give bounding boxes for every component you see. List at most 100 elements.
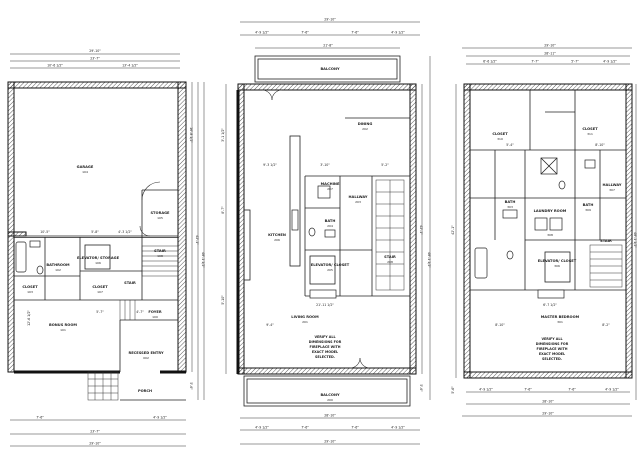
room-elevator-closet: ELEVATOR/ CLOSET	[538, 259, 577, 263]
dim-mid-a: 8'-10"	[495, 323, 505, 327]
room-master-bedroom: MASTER BEDROOM	[541, 315, 580, 319]
dim-left-a: 12'-6 1/2"	[27, 310, 31, 326]
room-storage: STORAGE	[150, 211, 170, 215]
room-closet-103: CLOSET	[22, 285, 38, 289]
svg-text:EXACT MODEL: EXACT MODEL	[312, 350, 339, 354]
room-living-room-number: 201	[302, 320, 308, 324]
room-foyer: FOYER	[148, 310, 161, 314]
dryer-icon	[549, 217, 563, 231]
toilet-icon	[506, 250, 514, 260]
room-machine: MACHINE	[321, 182, 340, 186]
dim-bottom-b: 7'-6"	[301, 426, 309, 430]
fireplace-icon	[309, 289, 337, 299]
dim-right-b: 5'-6"	[419, 384, 423, 392]
dim-mid-c: 4'-3 1/2"	[118, 230, 132, 234]
room-bath-309-number: 309	[585, 208, 591, 212]
room-dining-number: 202	[362, 127, 368, 131]
dim-top-d: 4'-9 1/2"	[391, 31, 405, 35]
washer-icon	[534, 217, 548, 231]
dim-bottom-inner: 28'-10"	[324, 414, 336, 418]
dim-bottom-a: 4'-9 1/2"	[255, 426, 269, 430]
room-hallway-number: 307	[609, 188, 615, 192]
dim-mid-c: 8'-2"	[602, 323, 610, 327]
dim-bottom-a: 4'-9 1/2"	[479, 388, 493, 392]
room-closet-107: CLOSET	[92, 285, 108, 289]
svg-text:EXACT MODEL: EXACT MODEL	[539, 352, 566, 356]
room-recessed-entry-number: 002	[143, 356, 149, 360]
dim-top-d: 4'-9 1/2"	[603, 60, 617, 64]
dim-left-c: 5'-10"	[221, 295, 225, 305]
svg-text:SELECTED.: SELECTED.	[542, 357, 562, 361]
dim-mid-c: 5'-2"	[381, 163, 389, 167]
dim-right-a: 42'-1"	[451, 225, 455, 235]
dim-right-overall: 48'-1 1/2"	[427, 252, 431, 268]
dim-bottom-c: 7'-6"	[351, 426, 359, 430]
dim-right-a: 16'-8 1/2"	[189, 127, 193, 143]
room-porch: PORCH	[138, 389, 152, 393]
toilet-icon	[558, 180, 566, 190]
dim-right-overall: 48'-1 1/2"	[201, 252, 205, 268]
room-living-room: LIVING ROOM	[291, 315, 319, 319]
svg-text:DIMENSIONS FOR: DIMENSIONS FOR	[536, 342, 569, 346]
fireplace-note: VERIFY ALL DIMENSIONS FOR FIREPLACE WITH…	[536, 337, 569, 361]
room-closet-311-number: 311	[587, 132, 593, 136]
svg-text:FIREPLACE WITH: FIREPLACE WITH	[309, 345, 340, 349]
first-floor-plan: 29'-10" 23'-7" 10'-6 1/2" 13'-4 1/2"	[7, 49, 205, 447]
room-closet-310-number: 310	[497, 137, 503, 141]
dim-bottom-d: 4'-9 1/2"	[605, 388, 619, 392]
dim-top-overall: 29'-10"	[324, 18, 336, 22]
room-machine-number: 207	[327, 187, 333, 191]
elevator-shaft	[309, 255, 336, 285]
dim-mid-a: 10'-5"	[40, 230, 50, 234]
dim-bottom-overall: 29'-10"	[542, 412, 554, 416]
room-garage-number: 104	[82, 170, 88, 174]
dim-mid-d: 5'-7"	[96, 310, 104, 314]
room-garage: GARAGE	[77, 165, 94, 169]
dim-top-b: 7'-6"	[301, 31, 309, 35]
room-balcony-bottom-number: 200	[327, 398, 333, 402]
room-stair-108-number: 108	[157, 254, 163, 258]
dim-top-a: 10'-6 1/2"	[47, 64, 63, 68]
dim-mid-d: 9'-4"	[266, 323, 274, 327]
room-bath-309: BATH	[583, 203, 594, 207]
bath-sink-icon	[324, 229, 336, 238]
room-dining: DINING	[358, 122, 373, 126]
dim-right-overall: 48'-1 1/2"	[633, 232, 637, 248]
room-elevator-storage-number: 106	[95, 261, 101, 265]
toilet-icon	[308, 227, 316, 237]
room-closet-107-number: 107	[97, 290, 103, 294]
dim-mid-b: 5'-8"	[91, 230, 99, 234]
dim-top-overall: 29'-10"	[89, 49, 101, 53]
svg-text:VERIFY ALL: VERIFY ALL	[541, 337, 563, 341]
room-stair: STAIR	[124, 281, 136, 285]
fireplace-note: VERIFY ALL DIMENSIONS FOR FIREPLACE WITH…	[309, 335, 342, 359]
dim-bottom-overall: 29'-10"	[89, 442, 101, 446]
dim-left-b: 8'-7"	[221, 206, 225, 214]
room-bathroom: BATHROOM	[46, 263, 70, 267]
dim-top-inner: 23'-7"	[90, 57, 100, 61]
dim-bottom-inner: 28'-10"	[542, 400, 554, 404]
room-elevator-storage: ELEVATOR/ STORAGE	[77, 256, 120, 260]
dim-mid-a: 9'-3 1/2"	[263, 163, 277, 167]
bath-sink-icon	[502, 209, 518, 219]
dim-right-b: 5'-6"	[451, 386, 455, 394]
dim-bottom-b: 4'-9 1/2"	[153, 416, 167, 420]
kitchen-cabinets	[243, 209, 251, 281]
svg-text:FIREPLACE WITH: FIREPLACE WITH	[536, 347, 567, 351]
dim-top-inner: 28'-11"	[544, 52, 556, 56]
room-laundry: LAUNDRY ROOM	[534, 209, 567, 213]
room-bath: BATH	[325, 219, 336, 223]
room-elevator-closet-number: 205	[327, 268, 333, 272]
room-closet-311: CLOSET	[582, 127, 598, 131]
dim-mid-b: 3'-10"	[320, 163, 330, 167]
sink-icon	[29, 240, 41, 248]
room-hallway-number: 203	[355, 200, 361, 204]
fireplace-icon	[537, 289, 565, 299]
room-closet-310: CLOSET	[492, 132, 508, 136]
room-elevator-closet: ELEVATOR/ CLOSET	[311, 263, 350, 267]
room-balcony-bottom: BALCONY	[320, 393, 340, 397]
elevator-shaft	[544, 251, 571, 283]
room-bath-number: 204	[327, 224, 333, 228]
porch-steps	[87, 371, 119, 401]
room-closet-103-number: 103	[27, 290, 33, 294]
